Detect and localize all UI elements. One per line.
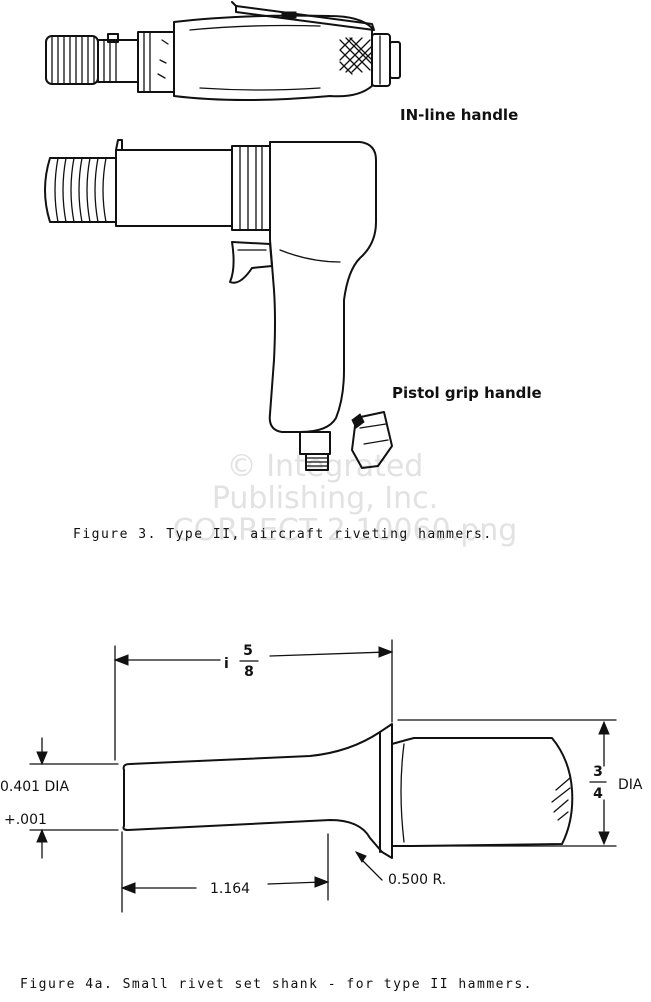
shank-diameter-label: 0.401 DIA <box>0 779 69 795</box>
body-diameter-suffix: DIA <box>618 777 643 793</box>
figure-4a-caption: Figure 4a. Small rivet set shank - for t… <box>20 977 533 992</box>
shank-length-label: 1.164 <box>210 881 250 897</box>
shank-diameter-tolerance: +.001 <box>4 812 47 828</box>
dimension-lines <box>29 639 617 913</box>
overall-length-whole: i <box>224 656 229 672</box>
inline-handle-label: IN-line handle <box>400 106 518 124</box>
watermark-line-3: CORRECT 2.10060.png <box>173 513 518 548</box>
overall-length-numerator: 5 <box>243 643 253 659</box>
radius-label: 0.500 R. <box>388 872 446 888</box>
rivet-set-shank-drawing <box>122 723 574 859</box>
figure-3-caption: Figure 3. Type II, aircraft riveting ham… <box>73 527 493 542</box>
overall-length-denominator: 8 <box>244 664 254 680</box>
pistol-grip-hammer-illustration <box>44 139 393 471</box>
body-diameter-numerator: 3 <box>593 764 603 780</box>
pistol-grip-label: Pistol grip handle <box>392 384 542 402</box>
inline-handle-hammer-illustration <box>45 1 401 101</box>
watermark-line-2: Publishing, Inc. <box>212 481 438 516</box>
body-diameter-denominator: 4 <box>593 786 603 802</box>
